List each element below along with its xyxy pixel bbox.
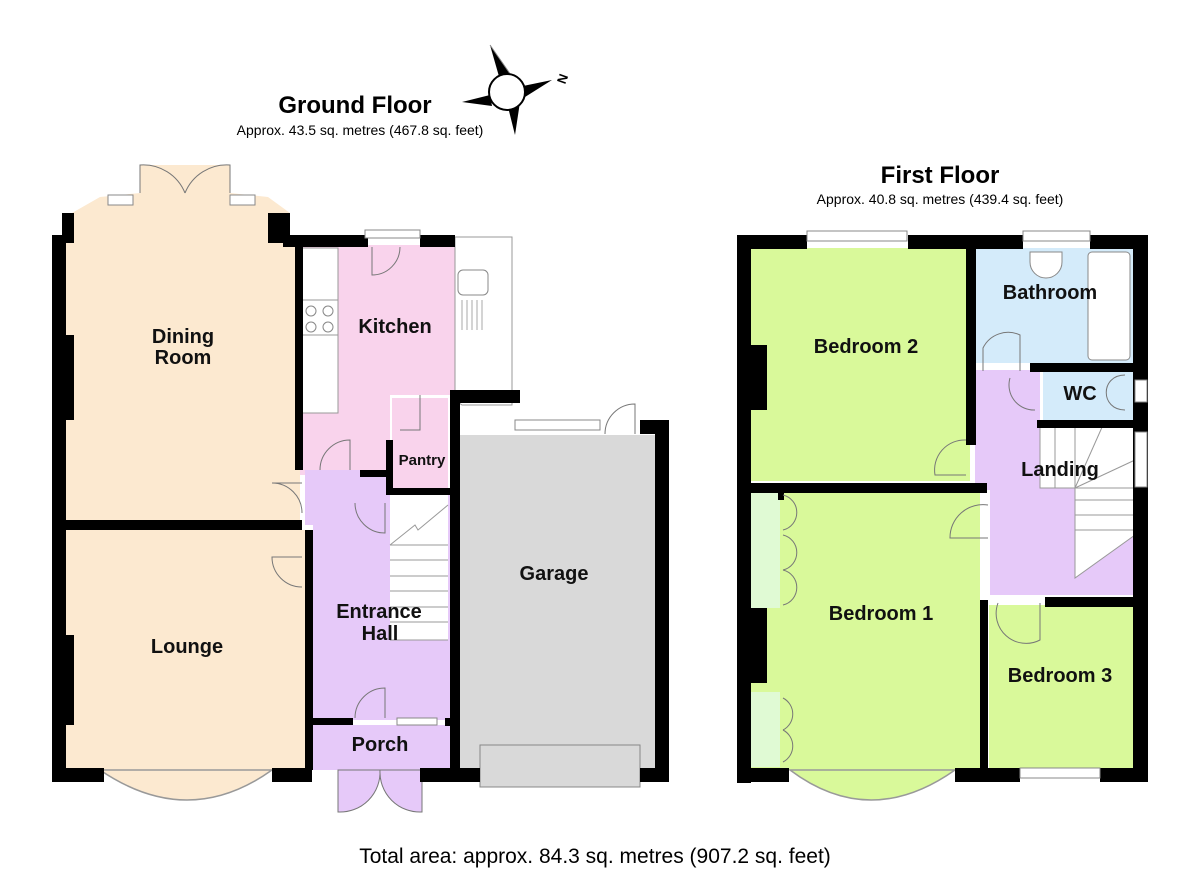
label-dining-room-2: Room — [155, 347, 212, 369]
label-garage: Garage — [520, 563, 589, 585]
label-bedroom-1: Bedroom 1 — [829, 603, 933, 625]
wardrobe — [750, 692, 780, 767]
first-floor-plan — [737, 230, 1148, 801]
total-area: Total area: approx. 84.3 sq. metres (907… — [359, 845, 831, 868]
label-bedroom-2: Bedroom 2 — [814, 336, 918, 358]
garage — [456, 435, 656, 770]
dining-room — [65, 165, 300, 520]
ground-floor-title: Ground Floor — [278, 92, 432, 119]
label-lounge: Lounge — [151, 636, 223, 658]
label-landing: Landing — [1021, 459, 1099, 481]
bedroom-1 — [750, 490, 980, 770]
label-bedroom-3: Bedroom 3 — [1008, 665, 1112, 687]
label-bathroom: Bathroom — [1003, 282, 1097, 304]
label-porch: Porch — [352, 734, 409, 756]
label-entrance-hall: Entrance — [336, 601, 422, 623]
lounge — [65, 530, 305, 770]
first-floor-title: First Floor — [880, 162, 1000, 189]
north-label: N — [554, 72, 571, 86]
bedroom-2 — [750, 248, 970, 481]
label-kitchen: Kitchen — [358, 316, 431, 338]
label-entrance-hall-2: Hall — [362, 623, 399, 645]
wardrobe — [750, 490, 780, 608]
label-wc: WC — [1063, 383, 1096, 405]
first-floor-area: Approx. 40.8 sq. metres (439.4 sq. feet) — [816, 191, 1064, 207]
ground-floor-area: Approx. 43.5 sq. metres (467.8 sq. feet) — [236, 122, 484, 138]
ground-floor-plan — [52, 164, 669, 813]
compass-rose-icon: N — [462, 44, 571, 135]
kitchen — [300, 245, 455, 475]
label-pantry: Pantry — [399, 452, 446, 469]
label-dining-room: Dining — [152, 326, 214, 348]
bedroom-3 — [989, 605, 1135, 768]
porch — [313, 725, 450, 770]
wc — [1043, 372, 1135, 420]
